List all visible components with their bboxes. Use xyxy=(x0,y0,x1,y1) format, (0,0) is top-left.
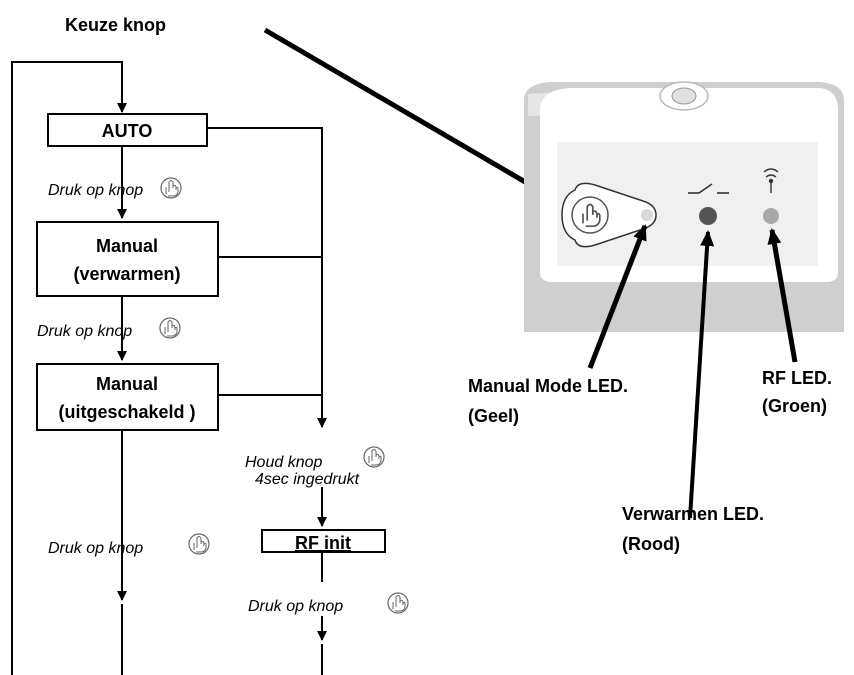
manual-heat-box xyxy=(36,221,219,297)
hold-label-line1: Houd knop xyxy=(245,454,322,471)
manual-mode-led xyxy=(641,209,653,221)
hand-press-icon xyxy=(363,446,385,468)
manual-heat-line2: (verwarmen) xyxy=(73,264,180,284)
manual-off-line2: (uitgeschakeld ) xyxy=(58,402,195,422)
verwarmen-led-arrow xyxy=(688,230,715,519)
auto-box xyxy=(47,113,208,147)
hold-label-line2: 4sec ingedrukt xyxy=(255,471,360,488)
manual-led-label-line2: (Geel) xyxy=(468,406,519,426)
manual-led-arrow xyxy=(587,224,648,369)
press-label-2: Druk op knop xyxy=(37,323,132,340)
rf-led xyxy=(763,208,779,224)
hand-press-icon xyxy=(387,592,409,614)
antenna-icon xyxy=(763,168,779,193)
keuze-knop-arrow xyxy=(263,27,570,210)
auto-label: AUTO xyxy=(102,121,153,141)
branch-line xyxy=(207,127,327,428)
manual-off-line1: Manual xyxy=(96,374,158,394)
button-ring xyxy=(571,196,609,234)
manual-heat-line1: Manual xyxy=(96,236,158,256)
device-screw xyxy=(671,87,697,105)
loop-return-line xyxy=(11,61,127,675)
verwarmen-led xyxy=(699,207,717,225)
rf-init-box xyxy=(261,529,386,553)
manual-off-box xyxy=(36,363,219,431)
hand-press-icon xyxy=(582,203,601,228)
press-label-3: Druk op knop xyxy=(48,540,143,557)
keuze-knop-label: Keuze knop xyxy=(65,15,166,35)
press-label-1: Druk op knop xyxy=(48,182,143,199)
rf-led-label-line2: (Groen) xyxy=(762,396,827,416)
switch-icon xyxy=(688,183,729,194)
hand-press-icon xyxy=(159,317,181,339)
manual-led-label-line1: Manual Mode LED. xyxy=(468,376,628,396)
rf-led-label-line1: RF LED. xyxy=(762,368,832,388)
rf-led-arrow xyxy=(767,228,798,363)
press-label-4: Druk op knop xyxy=(248,598,343,615)
heat-led-label-line1: Verwarmen LED. xyxy=(622,504,764,524)
heat-led-label-line2: (Rood) xyxy=(622,534,680,554)
hand-press-icon xyxy=(160,177,182,199)
hand-press-icon xyxy=(188,533,210,555)
device xyxy=(524,81,844,332)
rf-init-label: RF init xyxy=(295,533,351,553)
